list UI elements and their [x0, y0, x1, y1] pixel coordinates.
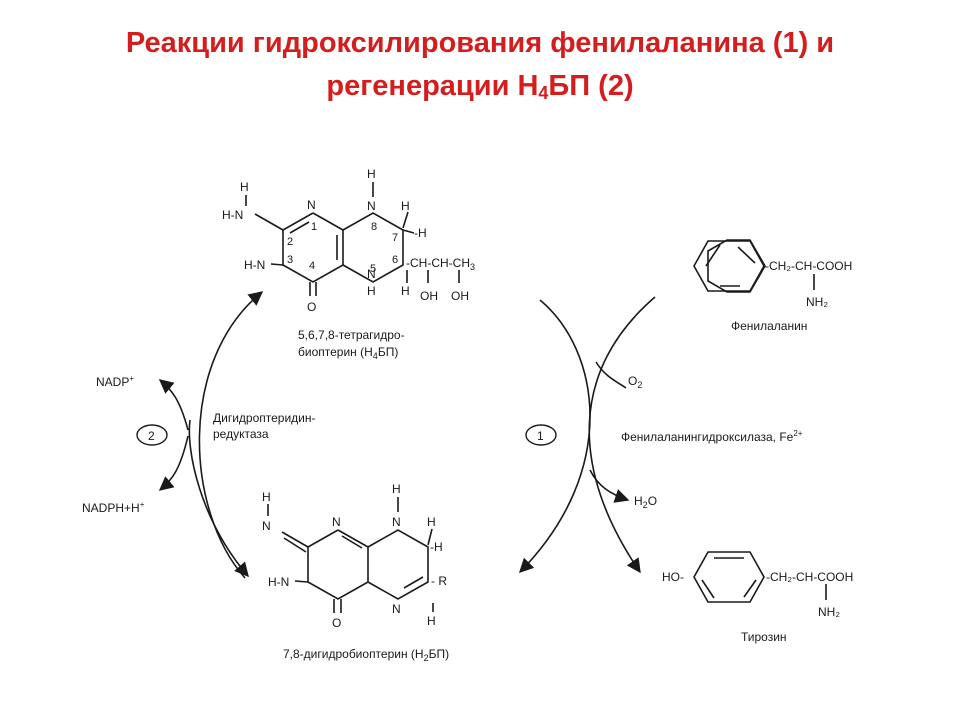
cycle-2-arrows — [158, 291, 264, 579]
svg-text:H: H — [367, 167, 376, 181]
svg-text:H: H — [427, 515, 436, 529]
tyrosine-structure — [693, 551, 827, 603]
svg-text:H: H — [401, 199, 410, 213]
svg-text:N: N — [332, 515, 341, 529]
o2-entry-arrow — [595, 361, 627, 389]
nadph-label: NADPH+H+ — [82, 500, 145, 515]
slide-title: Реакции гидроксилирования фенилаланина (… — [0, 22, 960, 108]
cycle-2-labels: 2 NADP+ NADPH+H+ Дигидроптеридин- редукт… — [82, 374, 316, 515]
nadph-arrow — [158, 435, 189, 491]
svg-text:HO-: HO- — [662, 570, 684, 584]
cycle-2-badge — [136, 424, 168, 446]
svg-text:H: H — [392, 482, 401, 496]
svg-text:H: H — [427, 614, 436, 628]
h2bp-structure — [267, 497, 434, 613]
dhpr-enzyme-line-2: редуктаза — [213, 427, 269, 441]
svg-text:N: N — [392, 602, 401, 616]
svg-text:1: 1 — [537, 429, 544, 443]
svg-text:-H: -H — [430, 540, 443, 554]
phenylalanine-structure — [693, 239, 815, 293]
svg-text:H-N: H-N — [268, 575, 289, 589]
svg-text:H: H — [367, 284, 376, 298]
h4bp-caption-1: 5,6,7,8-тетрагидро- — [298, 328, 405, 342]
svg-text:N: N — [262, 519, 271, 533]
svg-text:3: 3 — [287, 254, 293, 266]
pah-enzyme: Фенилаланингидроксилаза, Fe2+ — [621, 429, 803, 444]
o2-label: O2 — [628, 374, 642, 390]
svg-text:O: O — [332, 616, 341, 630]
tyrosine-name: Тирозин — [741, 630, 787, 644]
right-arc-arrow — [518, 299, 591, 574]
h2o-exit-arrow — [589, 469, 630, 503]
h2o-label: H2O — [634, 494, 657, 510]
h2bp-r-group: - R — [431, 574, 447, 588]
svg-text:H: H — [262, 490, 271, 504]
phenylalanine-name: Фенилаланин — [731, 319, 807, 333]
svg-text:N: N — [392, 515, 401, 529]
h4bp-structure — [245, 182, 460, 296]
h4bp-atoms: H H-N N H-N H N H -H N H O H 1 2 3 4 5 6… — [222, 167, 475, 361]
title-line-1: Реакции гидроксилирования фенилаланина (… — [125, 27, 835, 59]
h4bp-caption-2: биоптерин (Н4БП) — [298, 345, 398, 361]
phenylalanine-labels: -CH₂-CH-COOH NH₂ Фенилаланин — [731, 259, 852, 333]
svg-text:H-N: H-N — [244, 258, 265, 272]
svg-text:-CH₂-CH-COOH: -CH₂-CH-COOH — [766, 570, 853, 584]
svg-text:7: 7 — [392, 232, 398, 244]
svg-text:O: O — [307, 300, 316, 314]
h4bp-oh-2: OH — [451, 289, 469, 303]
left-arc-arrow-down — [188, 419, 249, 578]
cycle-1-arrows — [518, 296, 656, 574]
phe-to-tyr-arrow — [588, 296, 656, 574]
svg-text:1: 1 — [311, 221, 317, 233]
cycle-1-labels: 1 O2 Фенилаланингидроксилаза, Fe2+ H2O — [525, 374, 803, 510]
svg-text:H: H — [240, 180, 249, 194]
svg-text:6: 6 — [392, 254, 398, 266]
h4bp-oh-1: OH — [420, 289, 438, 303]
nadp-label: NADP+ — [96, 374, 134, 389]
svg-text:NH₂: NH₂ — [818, 605, 840, 619]
svg-text:N: N — [367, 199, 376, 213]
cycle-1-badge — [525, 424, 557, 446]
nadp-arrow — [158, 379, 189, 431]
svg-text:-CH₂-CH-COOH: -CH₂-CH-COOH — [765, 259, 852, 273]
svg-text:4: 4 — [309, 260, 315, 272]
h2bp-atoms: H N N H-N H N H -H N O H - R 7,8-дигидро… — [262, 482, 449, 663]
svg-text:2: 2 — [148, 429, 155, 443]
svg-text:8: 8 — [371, 221, 377, 233]
left-arc-arrow-up — [198, 291, 264, 579]
svg-text:H: H — [401, 284, 410, 298]
tyrosine-labels: HO- -CH₂-CH-COOH NH₂ Тирозин — [662, 570, 853, 644]
svg-text:NH₂: NH₂ — [806, 295, 828, 309]
svg-text:H-N: H-N — [222, 208, 243, 222]
svg-text:5: 5 — [370, 263, 376, 275]
svg-text:-H: -H — [414, 226, 427, 240]
h2bp-caption: 7,8-дигидробиоптерин (Н2БП) — [283, 647, 449, 663]
title-line-2: регенерации Н4БП (2) — [326, 70, 634, 103]
dhpr-enzyme-line-1: Дигидроптеридин- — [213, 411, 316, 425]
svg-text:2: 2 — [287, 236, 293, 248]
svg-text:N: N — [367, 267, 376, 281]
h4bp-side-chain: -CH-CH-CH3 — [406, 256, 475, 272]
svg-text:N: N — [307, 198, 316, 212]
